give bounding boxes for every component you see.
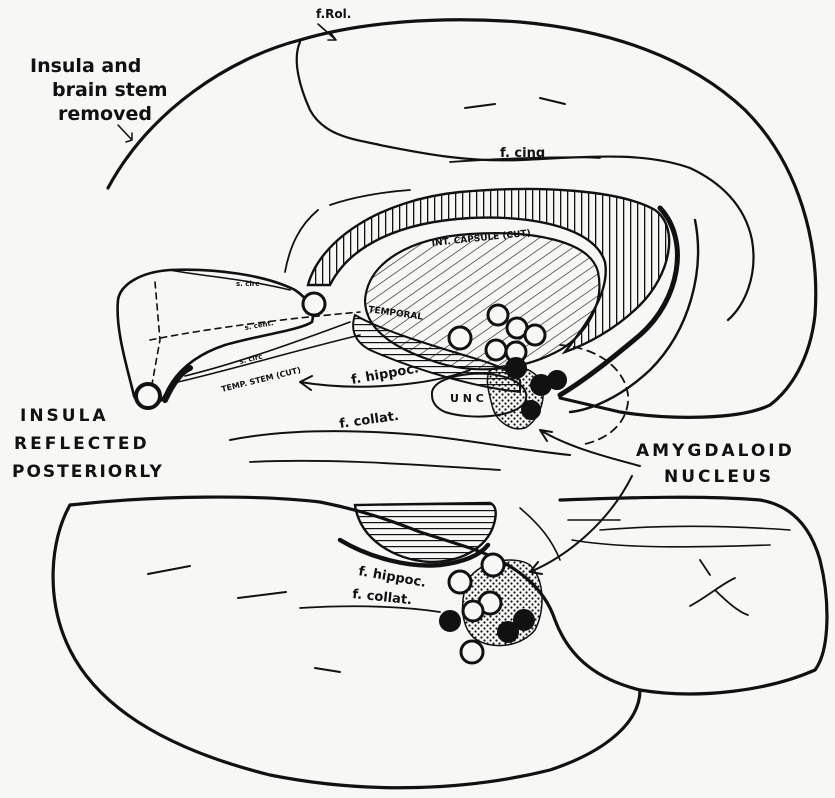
label-f-cing: f. cing: [500, 146, 545, 161]
site-open: [482, 554, 504, 576]
label-f-collat-top: f. collat.: [338, 409, 399, 432]
lower-sulcus-1: [148, 566, 190, 574]
site-solid: [522, 401, 540, 419]
label-insula-reflected-3: POSTERIORLY: [12, 462, 164, 482]
removed-arrow: [118, 125, 132, 142]
label-amygdaloid-2: NUCLEUS: [664, 467, 774, 487]
label-amygdaloid-1: AMYGDALOID: [636, 441, 795, 461]
amygdaloid-arrow-bottom: [530, 476, 632, 574]
site-open: [525, 325, 545, 345]
label-s-cent: s. cent.: [244, 319, 274, 332]
lower-hemisphere-bottom: [53, 505, 640, 788]
sulcus-dash-2: [540, 98, 565, 104]
amygdaloid-arrow-top: [540, 430, 640, 466]
site-open: [449, 571, 471, 593]
label-insula-removed-2: brain stem: [52, 79, 168, 101]
label-unc: U N C: [450, 392, 484, 405]
label-f-rol: f.Rol.: [316, 7, 351, 21]
lower-right-branch: [690, 560, 748, 615]
site-open: [449, 327, 471, 349]
label-insula-removed-1: Insula and: [30, 55, 141, 77]
site-open: [486, 340, 506, 360]
site-open: [488, 305, 508, 325]
site-solid: [506, 358, 526, 378]
site-open: [461, 641, 483, 663]
site-solid: [440, 611, 460, 631]
lower-inner-lines: [520, 508, 790, 560]
label-insula-reflected-1: INSULA: [20, 406, 109, 426]
sulcus-dash-1: [465, 104, 495, 108]
site-solid: [548, 371, 566, 389]
insula-black-hook: [165, 368, 190, 400]
upper-inferior-contour: [230, 431, 570, 455]
site-solid: [514, 610, 534, 630]
lower-collat-line: [300, 606, 440, 612]
upper-inferior-contour-2: [250, 461, 500, 470]
label-f-hippoc-bottom: f. hippoc.: [357, 564, 427, 591]
label-f-collat-bottom: f. collat.: [352, 587, 413, 608]
site-open: [463, 601, 483, 621]
label-s-circ-1: s. circ: [236, 280, 259, 288]
insula-circle-open: [303, 293, 325, 315]
lower-sulcus-3: [315, 668, 340, 672]
insula-circle-solid: [136, 384, 160, 408]
lower-sulcus-2: [238, 592, 286, 598]
label-insula-reflected-2: REFLECTED: [14, 434, 150, 454]
label-temp-stem: TEMP. STEM (CUT): [220, 365, 301, 393]
label-insula-removed-3: removed: [58, 103, 152, 125]
